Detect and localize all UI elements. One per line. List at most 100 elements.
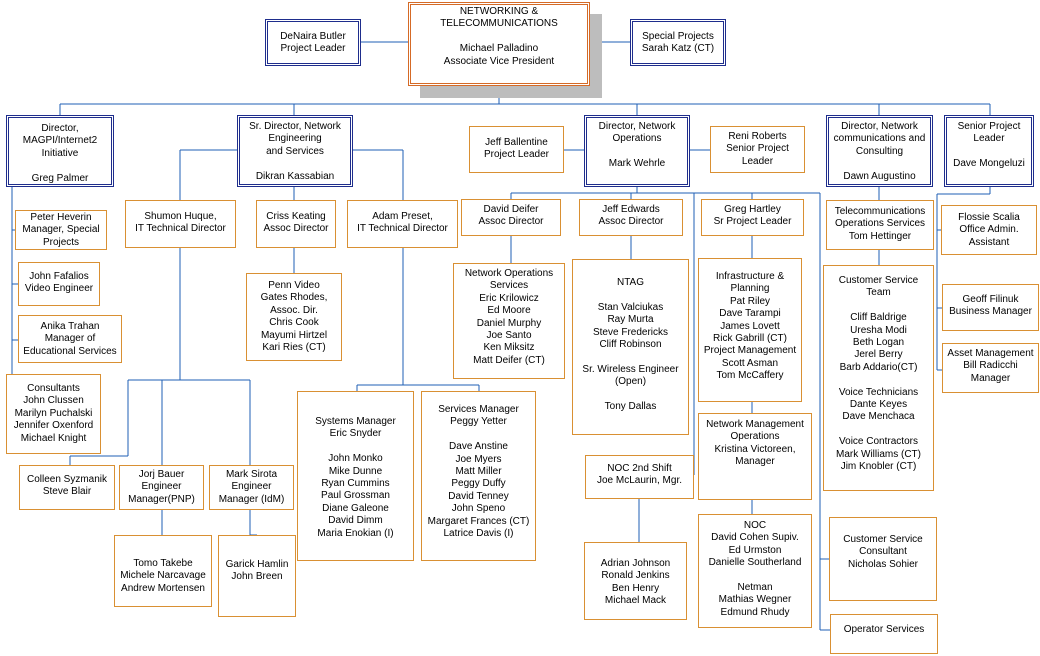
box-text-line: Tom Hettinger [848, 230, 912, 242]
box-text-line: Assoc Director [598, 216, 664, 228]
box-text-line: Latrice Davis (I) [443, 528, 514, 540]
box-text-line: Manager of [44, 333, 96, 345]
box-text-line: Tony Dallas [604, 401, 657, 413]
box-text-line [947, 146, 1031, 158]
box-text-line: Cliff Baldrige [850, 312, 907, 324]
box-text-line: Business Manager [949, 306, 1032, 318]
box-text-line: Marilyn Puchalski [14, 407, 93, 419]
box-text-line: Mayumi Hirtzel [260, 329, 328, 341]
box-text-line: Dante Keyes [849, 399, 908, 411]
box-text-line: Stan Valciukas [597, 301, 664, 313]
box-text-line: Flossie Scalia [958, 212, 1020, 223]
box-text-line: Associate Vice President [443, 55, 555, 67]
box-text-line: Dave Anstine [449, 441, 508, 453]
box-text-line: Ed Urmston [728, 544, 782, 556]
box-text-line [824, 300, 933, 312]
box-text-line: Leader [741, 155, 774, 167]
box-text-line: Shumon Huque, [144, 211, 217, 222]
box-text-line: Consulting [855, 145, 904, 157]
box-text-line: NOC 2nd Shift [607, 463, 672, 474]
box-text-line: Maria Enokian (I) [317, 527, 394, 539]
box-text-line: Customer Service [843, 534, 923, 545]
box-text-line [573, 351, 688, 363]
box-text-line: Sarah Katz (CT) [641, 43, 715, 55]
box-text-line: and Services [266, 145, 324, 157]
box-text-line: John Clussen [23, 395, 84, 407]
box-text-line: Team [866, 287, 891, 299]
box-text-line: Initiative [41, 147, 79, 159]
box-text-line: Voice Contractors [839, 436, 918, 448]
box-text-line: Sr. Director, Network [249, 121, 341, 132]
box-text-line: MAGPI/Internet2 [22, 135, 98, 147]
box-text-line: Ryan Cummins [321, 478, 390, 490]
box-text-line: Uresha Modi [850, 324, 907, 336]
box-text-line: Manager, Special [22, 224, 100, 236]
box-text-line: John Breen [231, 571, 283, 583]
box-text-line: David Cohen Supiv. [711, 532, 799, 544]
box-text-line: Network Management [706, 419, 804, 430]
box-text-line: Jim Knobler (CT) [840, 461, 917, 473]
box-text-line: Planning [730, 283, 770, 295]
box-text-line: IT Technical Director [357, 223, 448, 235]
box-text-line [573, 389, 688, 401]
box-text-line: David Deifer [483, 204, 539, 215]
box-text-line: DeNaira Butler [280, 31, 346, 42]
box-text-line: Consultant [859, 546, 907, 558]
box-text-line: Leader [973, 133, 1005, 145]
box-text-line: Operator Services [843, 624, 925, 635]
box-text-line [824, 374, 933, 386]
box-text-line: NETWORKING & [459, 6, 539, 17]
box-text-line: communications and [833, 133, 926, 145]
box-operator-services: Operator Services [830, 614, 938, 654]
box-text-line: Scott Asman [721, 357, 779, 369]
box-text-line: Operations [730, 431, 780, 443]
box-text-line: Jerel Berry [854, 349, 903, 361]
box-text-line: Joe Santo [486, 330, 532, 342]
box-text-line: Dave Tarampi [719, 308, 781, 320]
box-text-line [824, 424, 933, 436]
box-text-line: Tom McCaffery [716, 370, 784, 382]
box-text-line: Jorj Bauer [138, 469, 185, 480]
box-text-line: Chris Cook [269, 317, 319, 329]
box-text-line: Greg Hartley [724, 204, 781, 215]
box-text-line: Andrew Mortensen [121, 582, 205, 594]
box-text-line: Matt Miller [455, 466, 502, 478]
box-text-line: Michael Knight [20, 432, 87, 444]
box-text-line: Assoc. Dir. [270, 304, 318, 316]
box-text-line: Cliff Robinson [599, 339, 662, 351]
box-text-line: (Open) [614, 376, 647, 388]
box-text-line: Services [489, 280, 529, 292]
box-text-line [422, 429, 535, 441]
box-text-line: Project Management [703, 345, 797, 357]
box-text-line: Eric Snyder [329, 428, 382, 440]
box-text-line: Ed Moore [487, 305, 531, 317]
box-text-line: Mark Wehrle [608, 158, 666, 170]
box-text-line: John Monko [328, 453, 383, 465]
box-text-line: Sr. Wireless Engineer [582, 363, 679, 375]
box-text-line: Manager [735, 456, 775, 468]
box-text-line: Barb Addario(CT) [839, 361, 918, 373]
box-text-line [587, 146, 687, 158]
box-text-line: Beth Logan [852, 337, 905, 349]
